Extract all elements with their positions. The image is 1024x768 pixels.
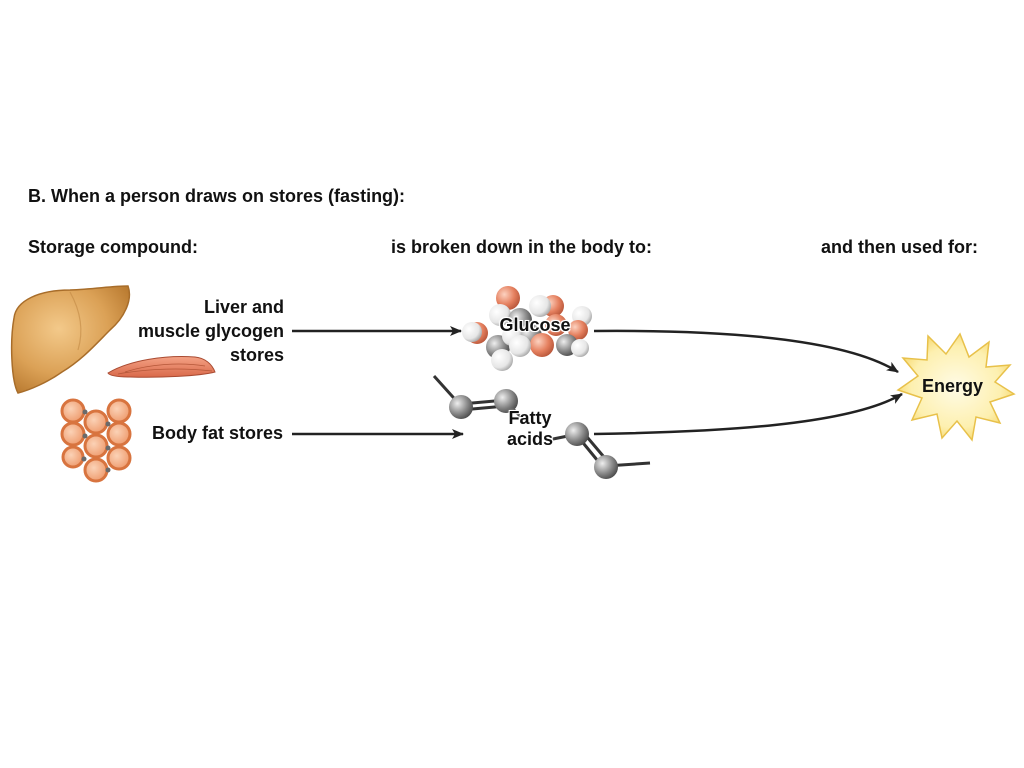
glucose-molecule-icon xyxy=(462,286,592,371)
muscle-icon xyxy=(107,356,216,378)
column-header-used-for: and then used for: xyxy=(821,237,978,257)
glucose-label-line: Glucose xyxy=(499,315,571,335)
fatty-acids-label-line: Fatty xyxy=(508,408,552,428)
glycogen-stores-label: Liver and muscle glycogen stores xyxy=(84,295,284,367)
column-header-storage: Storage compound: xyxy=(28,237,198,257)
fat-label-line: Body fat stores xyxy=(151,423,283,443)
fatty-acids-label: Fatty acids xyxy=(480,408,580,450)
heading: B. When a person draws on stores (fastin… xyxy=(28,186,406,206)
energy-burst-icon xyxy=(896,332,1016,442)
column-header-broken-down: is broken down in the body to: xyxy=(391,237,652,257)
fat-stores-label: Body fat stores xyxy=(83,421,283,445)
fatty-acids-to-energy-arrow xyxy=(593,392,903,436)
energy-label: Energy xyxy=(921,376,984,396)
fat-cells-icon xyxy=(60,398,132,483)
glucose-label: Glucose xyxy=(480,315,590,336)
glycogen-label-line: muscle glycogen xyxy=(137,321,284,341)
glucose-to-energy-arrow xyxy=(593,329,899,374)
liver-icon xyxy=(10,285,131,394)
glycogen-label-line: stores xyxy=(229,345,284,365)
glycogen-label-line: Liver and xyxy=(203,297,284,317)
fatty-acids-label-line: acids xyxy=(506,429,554,449)
fatty-acid-molecule-icon xyxy=(432,374,651,479)
